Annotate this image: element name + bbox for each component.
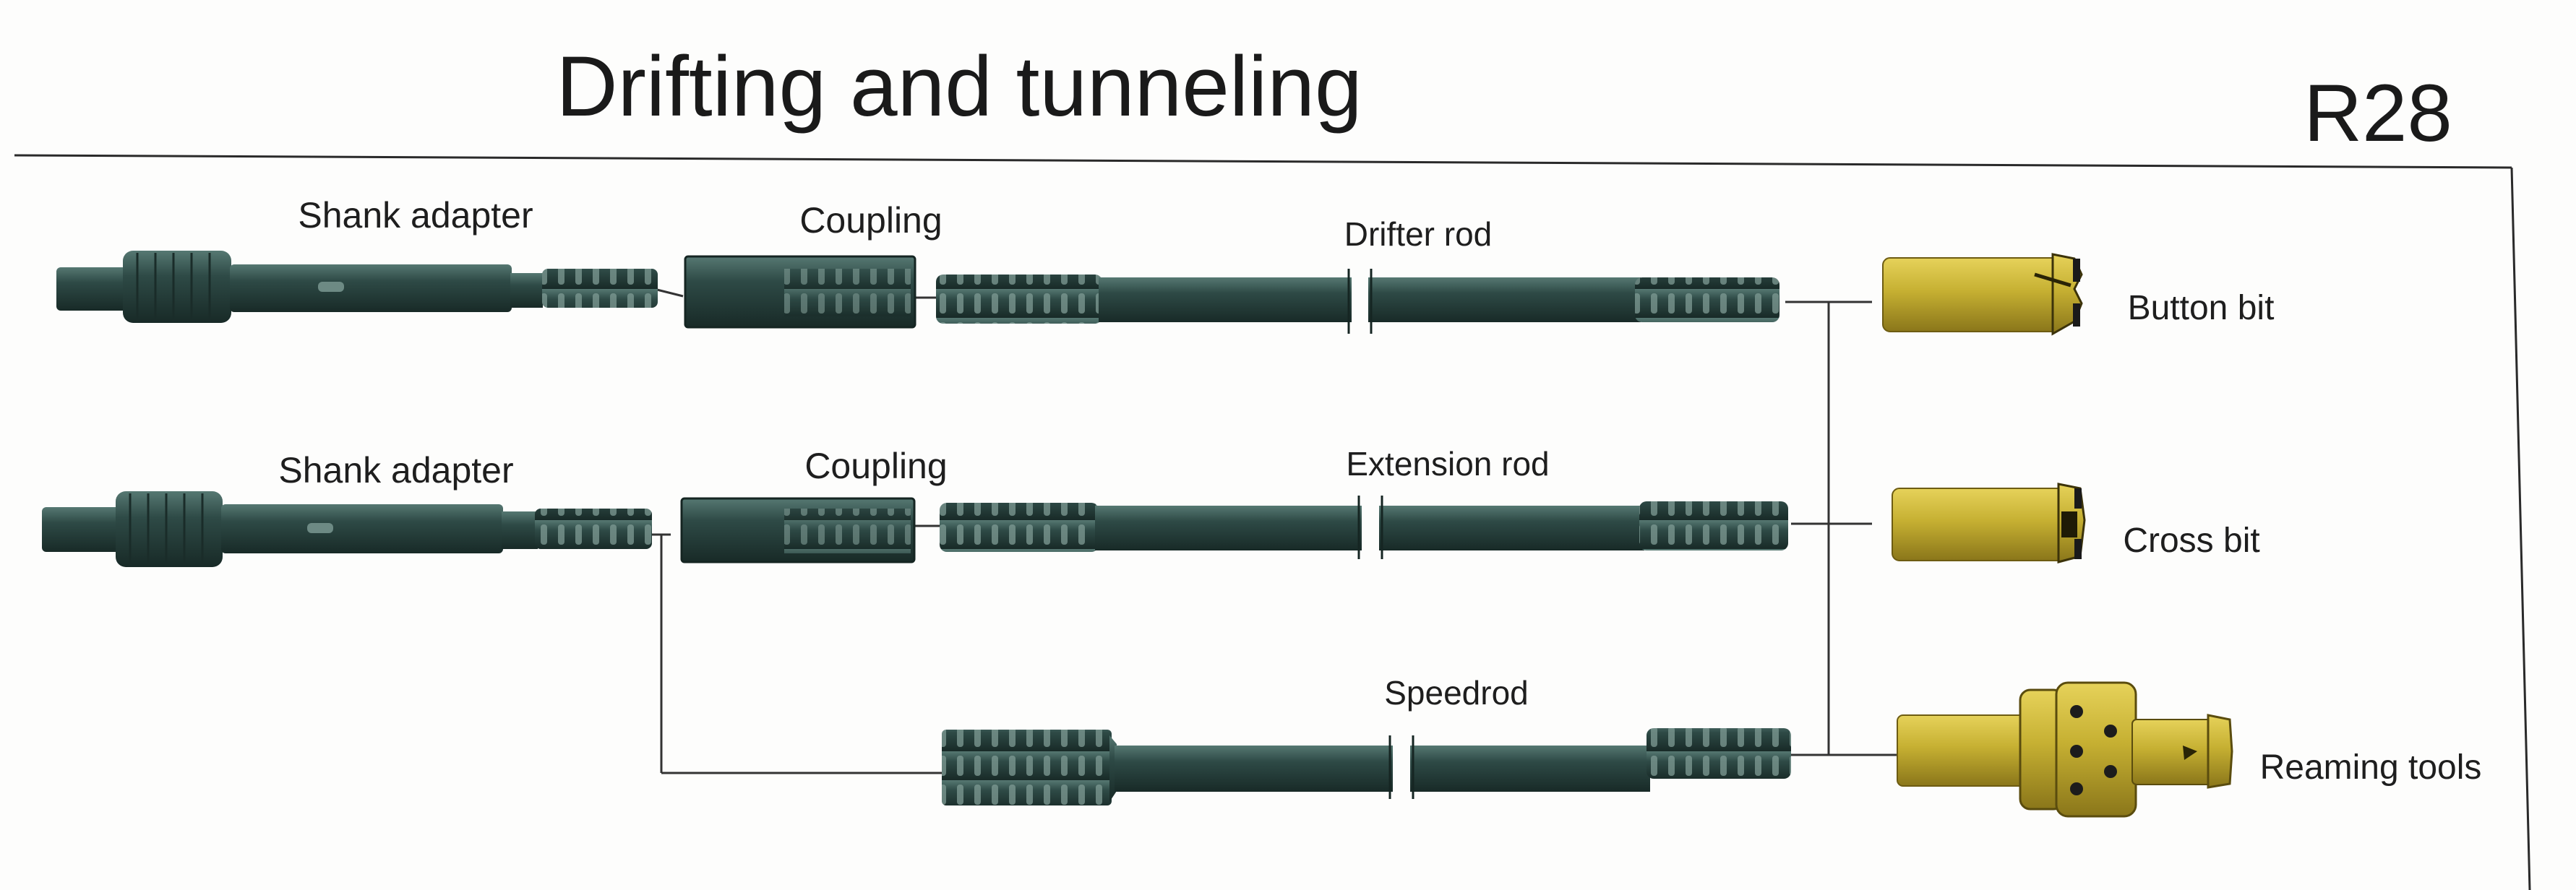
shank-adapter-2 bbox=[42, 491, 652, 567]
label-shank-adapter-2: Shank adapter bbox=[278, 450, 513, 491]
label-coupling-1: Coupling bbox=[799, 200, 942, 241]
header-rule bbox=[14, 154, 2512, 169]
label-cross-bit: Cross bit bbox=[2123, 522, 2259, 560]
label-extension-rod: Extension rod bbox=[1346, 445, 1549, 483]
reaming-tool bbox=[1897, 681, 2233, 818]
label-coupling-2: Coupling bbox=[804, 446, 947, 486]
label-button-bit: Button bit bbox=[2128, 289, 2275, 327]
drifter-rod bbox=[936, 269, 1779, 334]
cross-bit bbox=[1892, 483, 2086, 563]
shank-adapter-1 bbox=[56, 251, 658, 323]
coupling-1 bbox=[684, 255, 916, 329]
coupling-2 bbox=[680, 497, 916, 563]
button-bit bbox=[1882, 253, 2083, 336]
label-speedrod: Speedrod bbox=[1384, 674, 1529, 712]
label-drifter-rod: Drifter rod bbox=[1344, 215, 1492, 253]
speedrod bbox=[942, 728, 1791, 805]
connector-lines bbox=[652, 288, 1901, 774]
label-reaming-tools: Reaming tools bbox=[2260, 748, 2482, 787]
right-border bbox=[2510, 167, 2531, 890]
page-title: Drifting and tunneling bbox=[556, 39, 1362, 134]
label-shank-adapter-1: Shank adapter bbox=[298, 195, 533, 236]
extension-rod bbox=[940, 496, 1788, 559]
series-code: R28 bbox=[2304, 68, 2452, 158]
